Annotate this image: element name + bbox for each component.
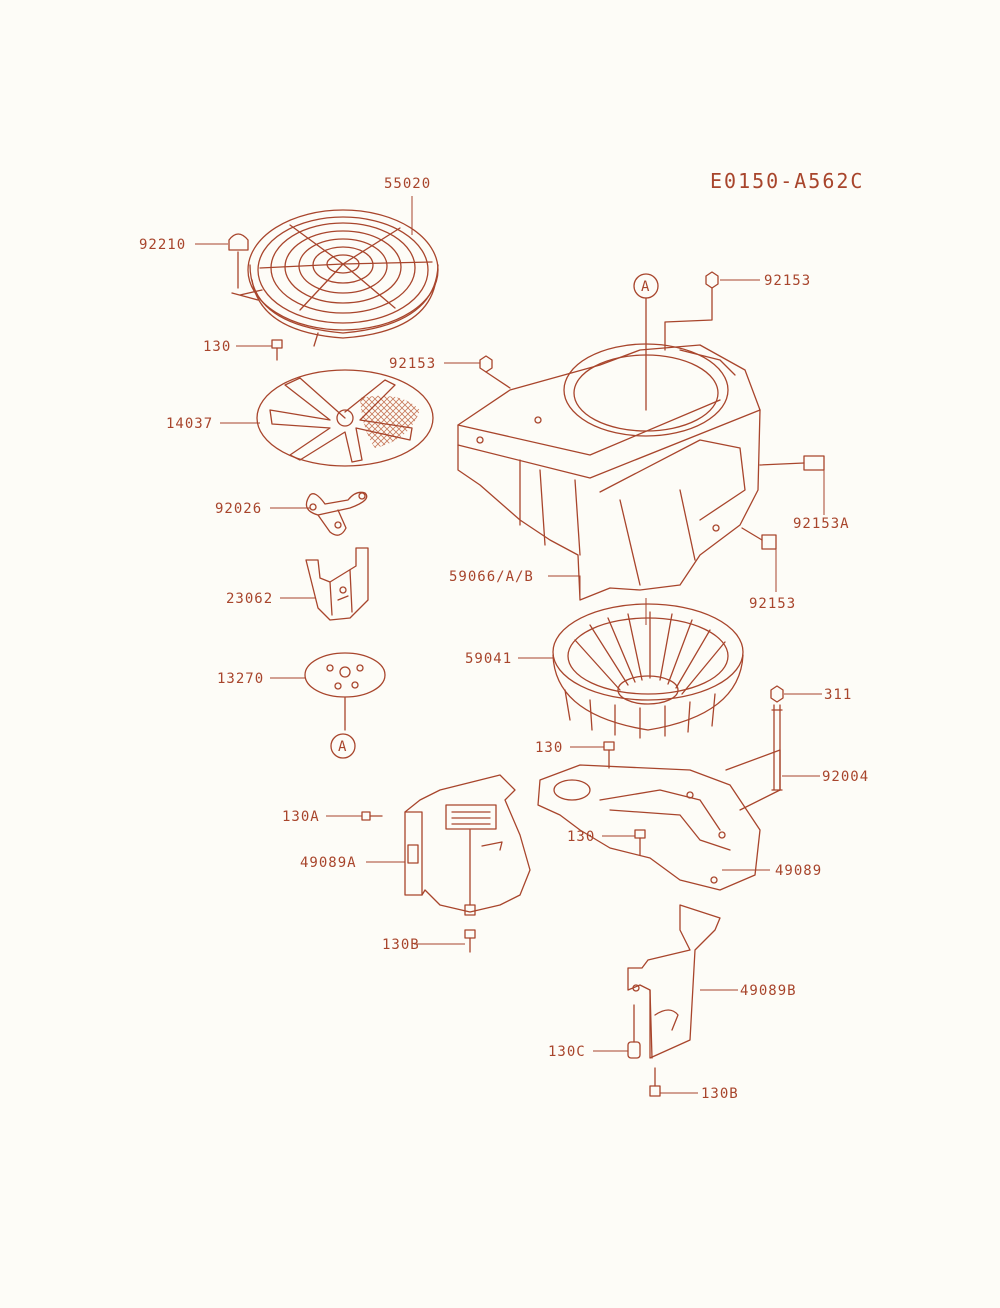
bolt-130A bbox=[361, 811, 383, 821]
label-14037: 14037 bbox=[166, 416, 213, 432]
label-92153A: 92153A bbox=[793, 516, 850, 532]
nut-311 bbox=[770, 685, 784, 703]
label-92153-left: 92153 bbox=[389, 356, 436, 372]
label-130-under-shroud: 130 bbox=[567, 829, 595, 845]
bolt-130-top-left bbox=[271, 339, 283, 361]
bracket-23062 bbox=[305, 547, 369, 621]
label-130C: 130C bbox=[548, 1044, 586, 1060]
label-59041: 59041 bbox=[465, 651, 512, 667]
label-130-center: 130 bbox=[535, 740, 563, 756]
bolt-130B-left bbox=[464, 929, 476, 953]
grille-55020 bbox=[231, 209, 439, 347]
fan-guide-plate-14037 bbox=[256, 369, 434, 467]
bolt-130-under-shroud bbox=[634, 829, 646, 856]
diagram-code: E0150-A562C bbox=[710, 169, 864, 193]
label-130-top-left: 130 bbox=[203, 339, 231, 355]
spring-plate-92026 bbox=[305, 491, 368, 536]
label-49089A: 49089A bbox=[300, 855, 357, 871]
bolt-92153-right-lower bbox=[741, 527, 777, 550]
clip-130C bbox=[627, 1004, 641, 1059]
label-130B-right: 130B bbox=[701, 1086, 739, 1102]
label-92153-top: 92153 bbox=[764, 273, 811, 289]
right-shroud-49089B bbox=[627, 904, 721, 1059]
reference-circle-a-lower bbox=[330, 733, 356, 759]
label-130B-left: 130B bbox=[382, 937, 420, 953]
label-92004: 92004 bbox=[822, 769, 869, 785]
blower-housing-59066 bbox=[457, 343, 761, 601]
label-92026: 92026 bbox=[215, 501, 262, 517]
cap-nut-92210 bbox=[228, 233, 249, 289]
left-shroud-49089A bbox=[404, 774, 531, 916]
label-13270: 13270 bbox=[217, 671, 264, 687]
flywheel-fan-59041 bbox=[552, 603, 744, 739]
bolt-130-center bbox=[603, 741, 615, 769]
bolt-92153-left bbox=[479, 355, 511, 389]
label-92153-right-lower: 92153 bbox=[749, 596, 796, 612]
label-55020: 55020 bbox=[384, 176, 431, 192]
reference-circle-a-upper bbox=[633, 273, 659, 411]
label-130A: 130A bbox=[282, 809, 320, 825]
bolt-130B-right bbox=[649, 1067, 661, 1097]
label-ref-a-upper: A bbox=[641, 279, 650, 295]
small-plate-13270 bbox=[304, 652, 386, 731]
bolt-92153-top bbox=[664, 271, 719, 351]
leader-lines bbox=[195, 196, 825, 1094]
label-92210: 92210 bbox=[139, 237, 186, 253]
bolt-92153A-right bbox=[759, 455, 825, 471]
label-49089B: 49089B bbox=[740, 983, 797, 999]
label-49089: 49089 bbox=[775, 863, 822, 879]
label-311: 311 bbox=[824, 687, 852, 703]
label-ref-a-lower: A bbox=[338, 739, 347, 755]
shroud-49089 bbox=[537, 749, 781, 891]
label-23062: 23062 bbox=[226, 591, 273, 607]
label-59066: 59066/A/B bbox=[449, 569, 534, 585]
